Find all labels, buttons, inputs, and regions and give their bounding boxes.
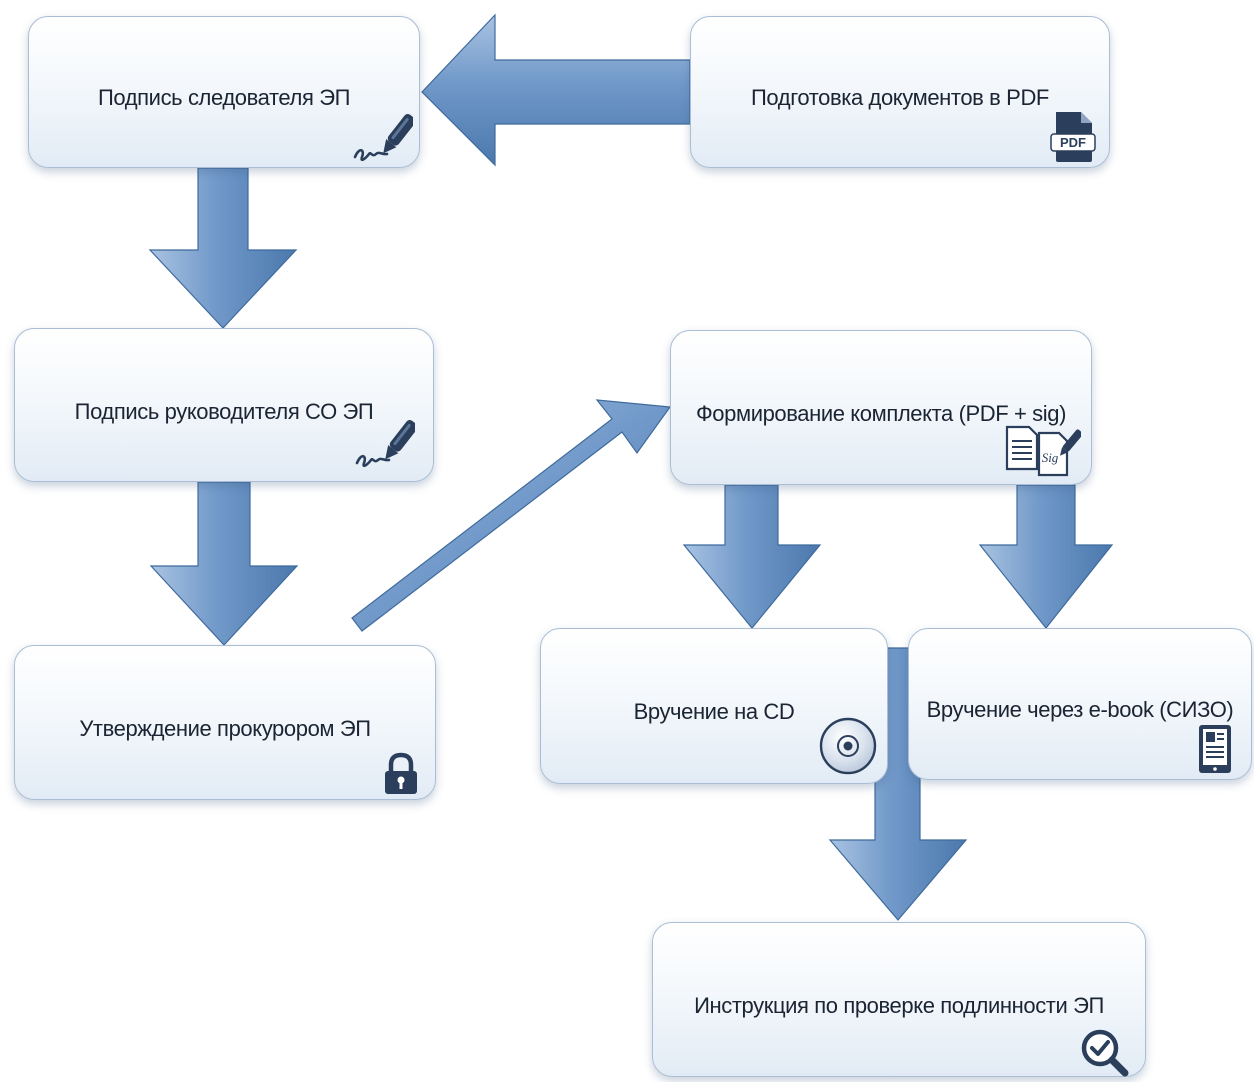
cd-icon (817, 715, 879, 782)
pen-signature-icon (351, 109, 416, 174)
node-prosecutor-approval: Утверждение прокурором ЭП (14, 645, 436, 800)
node-head-signature: Подпись руководителя СО ЭП (14, 328, 434, 482)
pdf-file-icon: PDF (1048, 110, 1098, 169)
arrow-pdf-to-investigator (421, 13, 691, 167)
node-label: Инструкция по проверке подлинности ЭП (694, 993, 1104, 1018)
svg-text:Sig: Sig (1042, 450, 1059, 465)
magnifier-check-icon (1079, 1027, 1133, 1082)
arrow-prosecutor-to-package (351, 399, 672, 632)
node-verification-instructions: Инструкция по проверке подлинности ЭП (652, 922, 1146, 1077)
node-deliver-cd: Вручение на CD (540, 628, 888, 784)
arrow-investigator-to-head (148, 167, 298, 329)
node-label: Формирование комплекта (PDF + sig) (695, 401, 1067, 426)
ebook-icon (1197, 723, 1233, 780)
pen-signature-icon (353, 415, 418, 480)
node-prepare-pdf: Подготовка документов в PDF PDF (690, 16, 1110, 168)
node-investigator-signature: Подпись следователя ЭП (28, 16, 420, 168)
documents-sig-icon: Sig (1001, 421, 1083, 482)
node-label: Утверждение прокурором ЭП (79, 716, 371, 741)
arrow-package-to-ebook (978, 484, 1114, 629)
arrow-package-to-cd (682, 484, 822, 629)
node-label: Вручение на CD (633, 699, 795, 724)
node-label: Подпись руководителя СО ЭП (74, 399, 374, 424)
node-deliver-ebook: Вручение через e-book (СИЗО) (908, 628, 1252, 780)
arrow-head-to-prosecutor (149, 481, 299, 646)
node-form-package: Формирование комплекта (PDF + sig) Sig (670, 330, 1092, 485)
node-label: Подготовка документов в PDF (751, 85, 1049, 110)
lock-icon (381, 752, 421, 801)
node-label: Вручение через e-book (СИЗО) (926, 697, 1234, 722)
svg-text:PDF: PDF (1060, 135, 1086, 150)
node-label: Подпись следователя ЭП (97, 85, 351, 110)
